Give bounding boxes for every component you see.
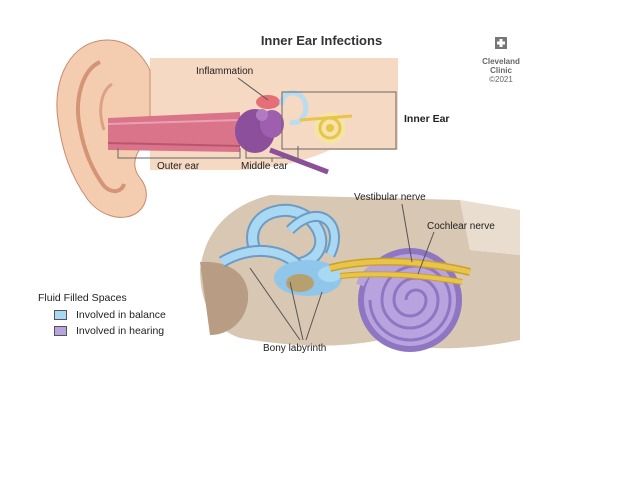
legend-item-balance: Involved in balance [54,309,166,321]
legend-label-hearing: Involved in hearing [76,325,165,337]
label-cochlear-nerve: Cochlear nerve [427,221,495,232]
label-inner-ear: Inner Ear [404,113,450,125]
page-title: Inner Ear Infections [260,33,383,48]
logo-year: ©2021 [489,75,513,84]
logo-line-1: Cleveland [482,57,520,66]
legend-swatch-balance [54,310,67,320]
inner-ear-illustration-small [279,90,353,144]
cleveland-clinic-cross-icon [495,37,507,49]
legend-title: Fluid Filled Spaces [38,292,127,304]
label-bony-labyrinth: Bony labyrinth [263,343,327,354]
label-middle-ear: Middle ear [241,161,288,172]
label-vestibular-nerve: Vestibular nerve [354,192,426,203]
middle-ear-illustration [235,95,329,175]
cleveland-clinic-logo: Cleveland Clinic ©2021 [470,36,532,84]
inner-ear-detail-illustration [200,195,520,352]
label-outer-ear: Outer ear [157,161,200,172]
logo-line-2: Clinic [490,66,512,75]
label-inflammation: Inflammation [196,66,254,77]
legend-label-balance: Involved in balance [76,309,166,321]
inner-ear-bracket [281,91,397,150]
legend-swatch-hearing [54,326,67,336]
legend-item-hearing: Involved in hearing [54,325,164,337]
